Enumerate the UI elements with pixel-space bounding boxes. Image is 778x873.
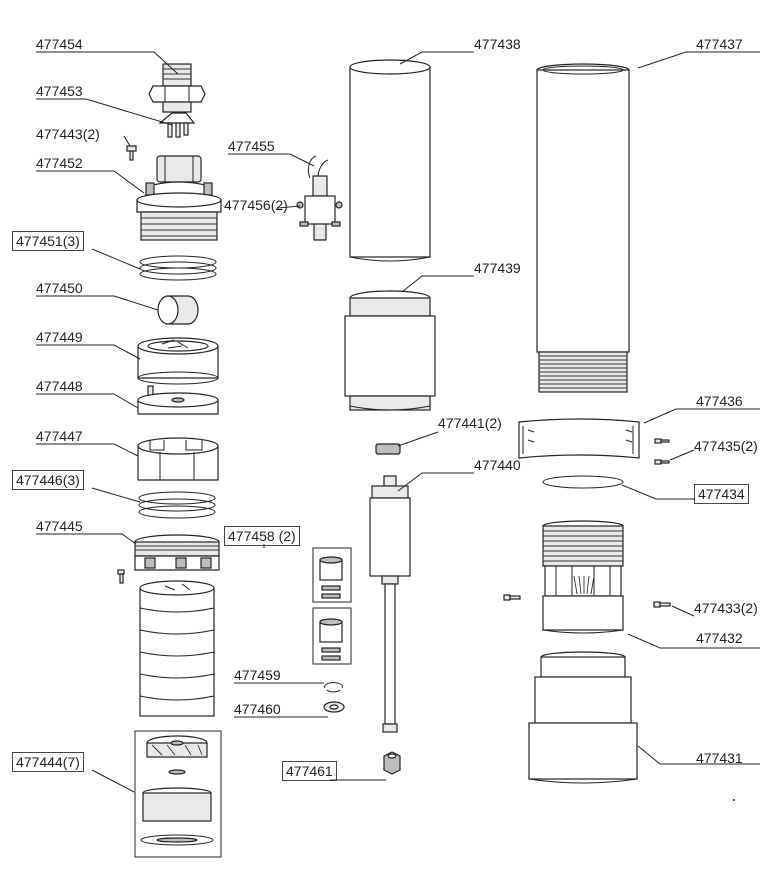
leader-lines [36, 51, 760, 793]
part-477447-stage-housing [137, 437, 219, 481]
part-477446-o-rings [138, 491, 216, 519]
label-477454: 477454 [36, 36, 83, 52]
stage-stack [139, 580, 215, 717]
label-477447: 477447 [36, 428, 83, 444]
label-477435: 477435(2) [694, 438, 758, 454]
part-477433-screws [503, 594, 671, 608]
label-477456: 477456(2) [224, 197, 288, 213]
part-477431-bottom-cover [528, 651, 638, 784]
label-477443: 477443(2) [36, 126, 100, 142]
part-477439-motor-top-cap [344, 290, 436, 411]
label-477441: 477441(2) [438, 415, 502, 431]
part-477454-hex-connector [148, 63, 206, 113]
label-477445: 477445 [36, 518, 83, 534]
part-477461-nut [383, 751, 401, 775]
part-477452-valve-housing [136, 155, 222, 241]
part-477432-intake-adapter [542, 520, 624, 634]
part-477441-washer [375, 443, 401, 455]
part-477438-motor-shell-upper [349, 59, 431, 262]
label-477446: 477446(3) [12, 470, 84, 490]
part-477458-bushing-kit [312, 547, 352, 665]
label-477436: 477436 [696, 393, 743, 409]
label-477439: 477439 [474, 260, 521, 276]
label-477453: 477453 [36, 83, 83, 99]
part-477440-motor-rotor [369, 475, 411, 733]
part-477449-diffuser [137, 337, 219, 385]
label-477448: 477448 [36, 378, 83, 394]
label-477459: 477459 [234, 667, 281, 683]
part-477450-valve-ball [157, 295, 199, 325]
label-477440: 477440 [474, 457, 521, 473]
label-477455: 477455 [228, 138, 275, 154]
part-477443-screw [126, 145, 137, 161]
part-477455-cable [296, 155, 343, 241]
part-477451-o-rings [139, 255, 217, 281]
label-477437: 477437 [696, 36, 743, 52]
label-477444: 477444(7) [12, 752, 84, 772]
part-477437-motor-shell [536, 63, 630, 393]
part-477445-suction-housing [117, 534, 220, 584]
part-477444-impeller-kit [134, 730, 222, 858]
label-477451: 477451(3) [12, 231, 84, 251]
label-477434: 477434 [694, 484, 749, 504]
label-477438: 477438 [474, 36, 521, 52]
part-477436-cable-guard [518, 418, 640, 459]
part-477434-o-ring [542, 475, 624, 489]
stray-dot [733, 799, 735, 801]
label-477432: 477432 [696, 630, 743, 646]
label-477461: 477461 [282, 761, 337, 781]
label-477460: 477460 [234, 701, 281, 717]
label-477431: 477431 [696, 750, 743, 766]
label-477452: 477452 [36, 155, 83, 171]
label-477433: 477433(2) [694, 600, 758, 616]
part-477459-circlip [324, 682, 343, 693]
label-477449: 477449 [36, 329, 83, 345]
part-477448-bearing-plate [137, 385, 219, 415]
part-477435-screws [654, 438, 670, 465]
part-477460-washer [323, 701, 345, 713]
label-477450: 477450 [36, 280, 83, 296]
part-477453-clip [158, 112, 196, 138]
label-477458: 477458 (2) [224, 526, 300, 546]
